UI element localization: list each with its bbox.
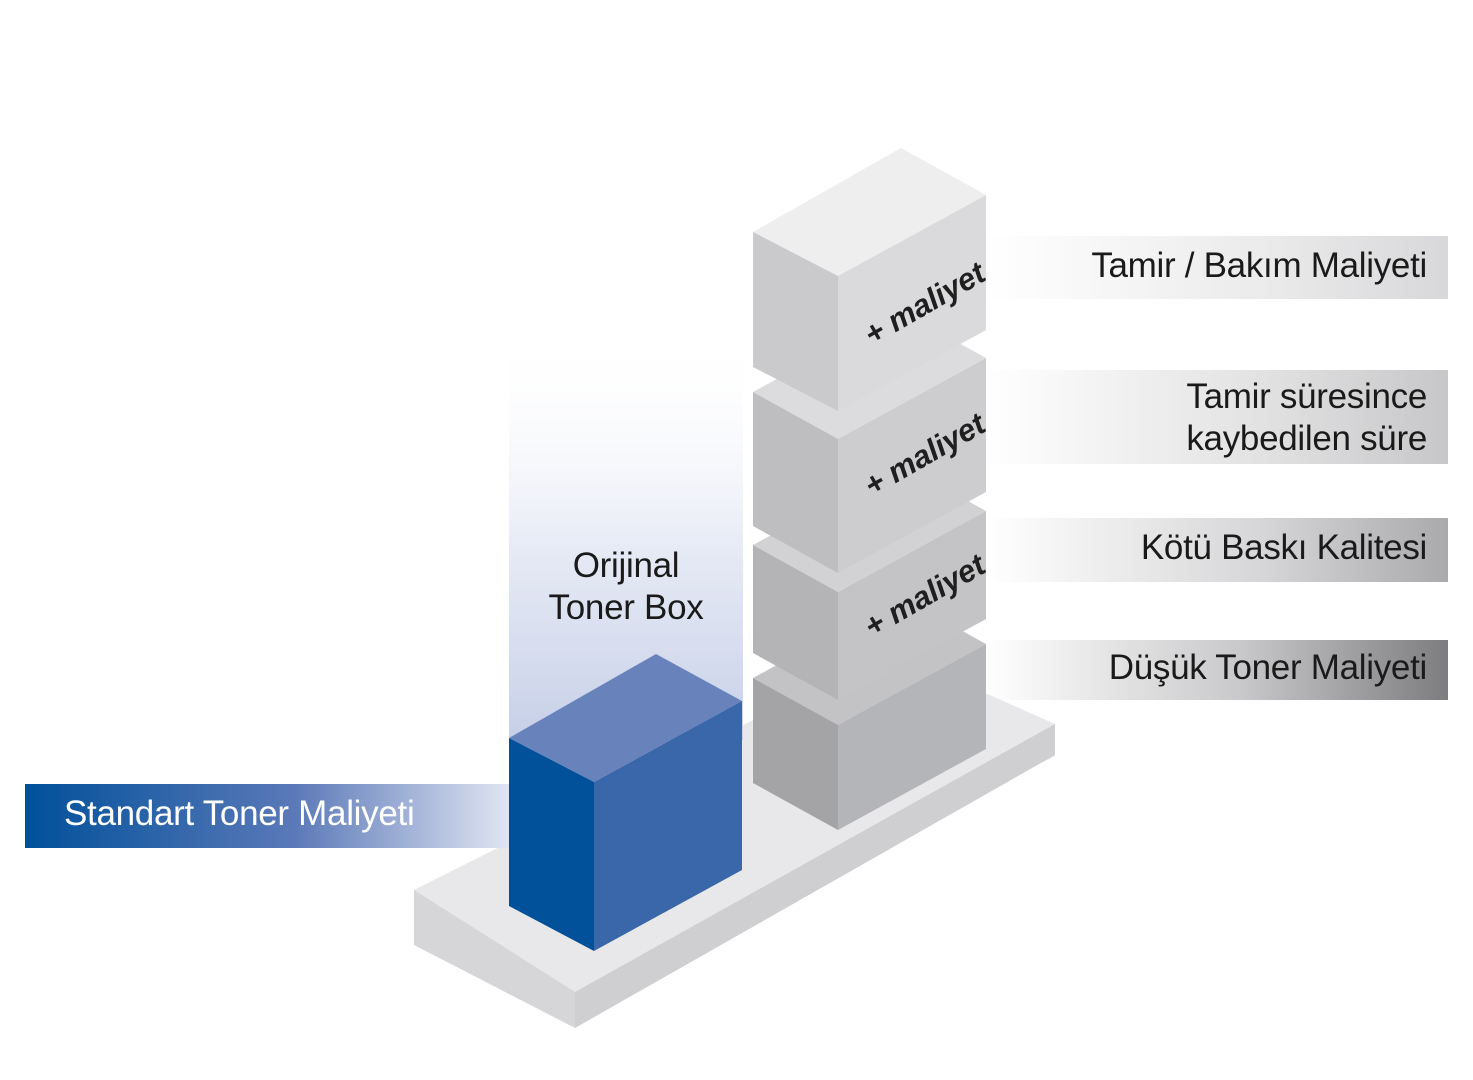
label-band-low-cost: [985, 640, 1448, 700]
cube-repair: + maliyet: [753, 148, 993, 411]
label-repair: Tamir / Bakım Maliyeti: [1091, 246, 1427, 285]
label-band-print-quality: [985, 518, 1448, 582]
label-low-cost: Düşük Toner Maliyeti: [1108, 648, 1428, 687]
standard-cost-label: Standart Toner Maliyeti: [64, 794, 415, 833]
standard-cost-bar: [25, 784, 515, 848]
label-lost-time: Tamir süresince kaybedilen süre: [1186, 377, 1427, 458]
original-toner-label: Orijinal Toner Box: [548, 546, 704, 627]
label-print-quality: Kötü Baskı Kalitesi: [1140, 528, 1427, 567]
original-toner-cube: [509, 654, 742, 951]
cube-lost-time: + maliyet: [753, 311, 993, 573]
label-band-repair: [985, 236, 1448, 299]
label-band-lost-time: [985, 370, 1448, 464]
